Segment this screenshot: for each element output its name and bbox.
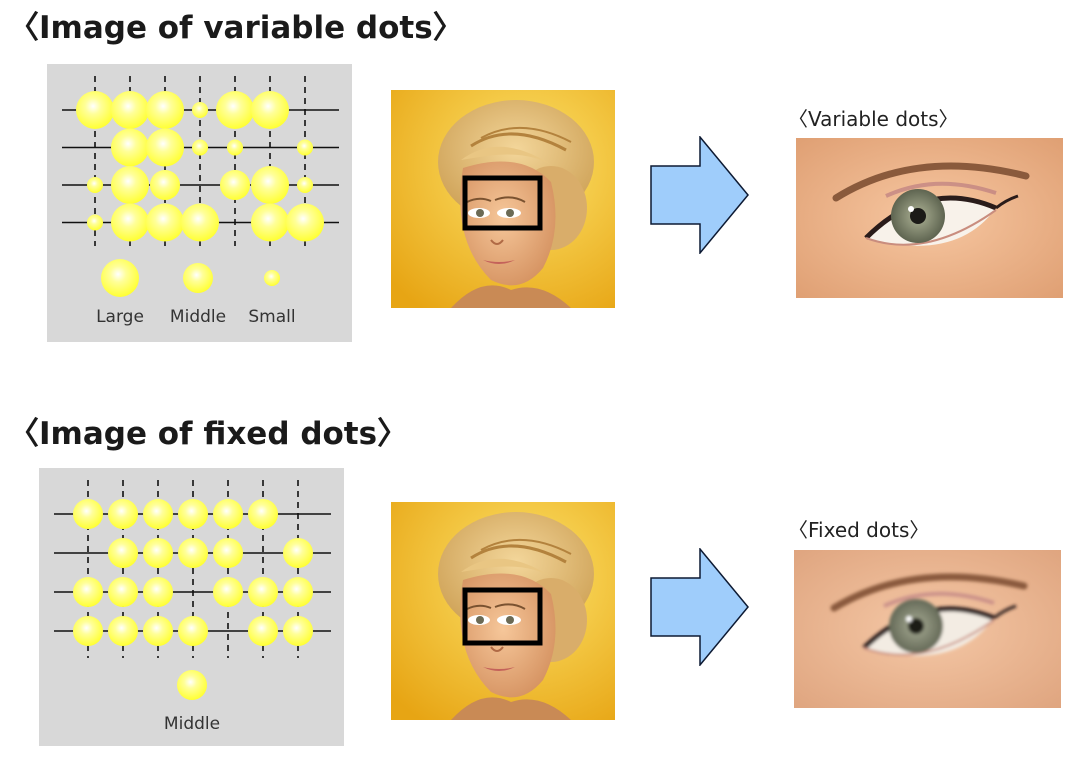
eye-closeup-variable: [796, 138, 1063, 298]
dot-large: [251, 203, 289, 242]
dot-large: [111, 203, 149, 242]
selection-box: [462, 175, 543, 231]
fixed-dots-grid: [54, 480, 331, 700]
dot-middle: [283, 616, 313, 646]
dot-large: [146, 203, 184, 242]
dot-large: [146, 128, 184, 167]
dot-small: [192, 139, 208, 156]
dot-middle: [283, 577, 313, 607]
eye-closeup-fixed: [794, 550, 1061, 708]
dot-middle: [73, 616, 103, 646]
legend-label-small: Small: [248, 307, 296, 327]
legend-dot-middle: [183, 263, 213, 293]
portrait-photo-variable: [391, 90, 615, 308]
dot-large: [216, 91, 254, 129]
dot-middle: [143, 577, 173, 607]
dot-middle: [108, 499, 138, 529]
dot-middle: [283, 538, 313, 568]
legend-label-middle: Middle: [163, 714, 221, 734]
dot-middle: [248, 616, 278, 646]
dot-middle: [213, 499, 243, 529]
dot-middle: [108, 538, 138, 568]
dot-middle: [73, 577, 103, 607]
dot-middle: [150, 170, 180, 200]
dot-middle: [143, 616, 173, 646]
legend-dot-small: [264, 270, 280, 286]
dot-large: [111, 91, 149, 129]
portrait-illustration: [391, 90, 615, 308]
dot-middle: [143, 499, 173, 529]
section-title-variable: 〈Image of variable dots〉: [8, 10, 464, 46]
dot-small: [192, 102, 208, 118]
right-arrow-icon: [650, 134, 750, 256]
dot-middle: [178, 499, 208, 529]
dot-middle: [108, 577, 138, 607]
dot-large: [251, 166, 289, 204]
dot-middle: [213, 577, 243, 607]
section-title-fixed: 〈Image of fixed dots〉: [8, 416, 409, 452]
portrait-illustration: [391, 502, 615, 720]
selection-box: [462, 587, 543, 646]
dot-middle: [248, 577, 278, 607]
fixed-dots-panel: Middle: [39, 468, 344, 746]
result-caption-fixed: 〈Fixed dots〉: [788, 518, 930, 542]
result-caption-variable: 〈Variable dots〉: [788, 107, 959, 131]
portrait-photo-fixed: [391, 502, 615, 720]
dot-small: [87, 177, 103, 193]
dot-small: [297, 139, 313, 156]
legend-label-large: Large: [96, 307, 144, 327]
dot-middle: [73, 499, 103, 529]
variable-dots-grid: [62, 76, 339, 297]
dot-large: [251, 91, 289, 129]
dot-large: [111, 166, 149, 204]
dot-small: [87, 214, 103, 231]
dot-middle: [143, 538, 173, 568]
dot-middle: [248, 499, 278, 529]
dot-middle: [178, 616, 208, 646]
legend-dot-large: [101, 259, 139, 297]
dot-middle: [108, 616, 138, 646]
dot-small: [297, 177, 313, 193]
dot-middle: [178, 538, 208, 568]
legend-label-middle: Middle: [169, 307, 227, 327]
dot-large: [286, 203, 324, 242]
dot-large: [111, 128, 149, 167]
dot-middle: [213, 538, 243, 568]
dot-large: [76, 91, 114, 129]
dot-middle: [220, 170, 250, 200]
dot-large: [146, 91, 184, 129]
dot-large: [181, 203, 219, 242]
dot-small: [227, 139, 243, 156]
legend-dot-middle: [177, 670, 207, 700]
right-arrow-icon: [650, 546, 750, 668]
variable-dots-panel: Large Middle Small: [47, 64, 352, 342]
